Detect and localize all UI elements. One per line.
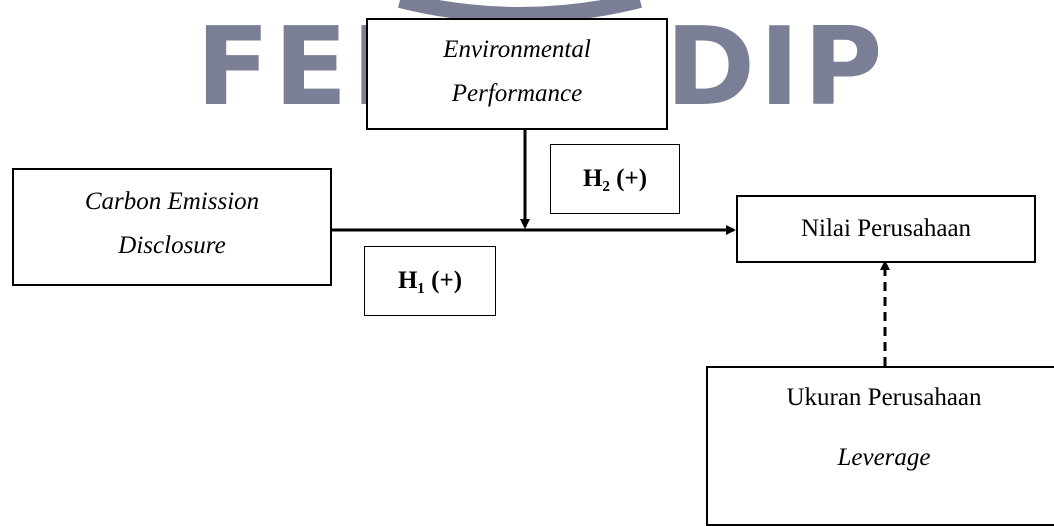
hypothesis-h1-label: H₁ (+) <box>364 246 496 316</box>
nilai-label: Nilai Perusahaan <box>800 215 972 242</box>
carbon-line2: Disclosure <box>118 232 226 259</box>
control-line1: Ukuran Perusahaan <box>786 384 982 411</box>
environmental-line2: Performance <box>451 80 583 107</box>
node-carbon-emission-disclosure: Carbon Emission Disclosure <box>12 168 332 286</box>
node-environmental-performance: Environmental Performance <box>366 18 668 130</box>
node-control-variables: Ukuran Perusahaan Leverage <box>706 366 1054 526</box>
carbon-line1: Carbon Emission <box>84 188 260 215</box>
environmental-line1: Environmental <box>443 36 591 63</box>
node-nilai-perusahaan: Nilai Perusahaan <box>736 195 1036 263</box>
hypothesis-h2-label: H₂ (+) <box>550 144 680 214</box>
control-line2: Leverage <box>837 444 931 471</box>
